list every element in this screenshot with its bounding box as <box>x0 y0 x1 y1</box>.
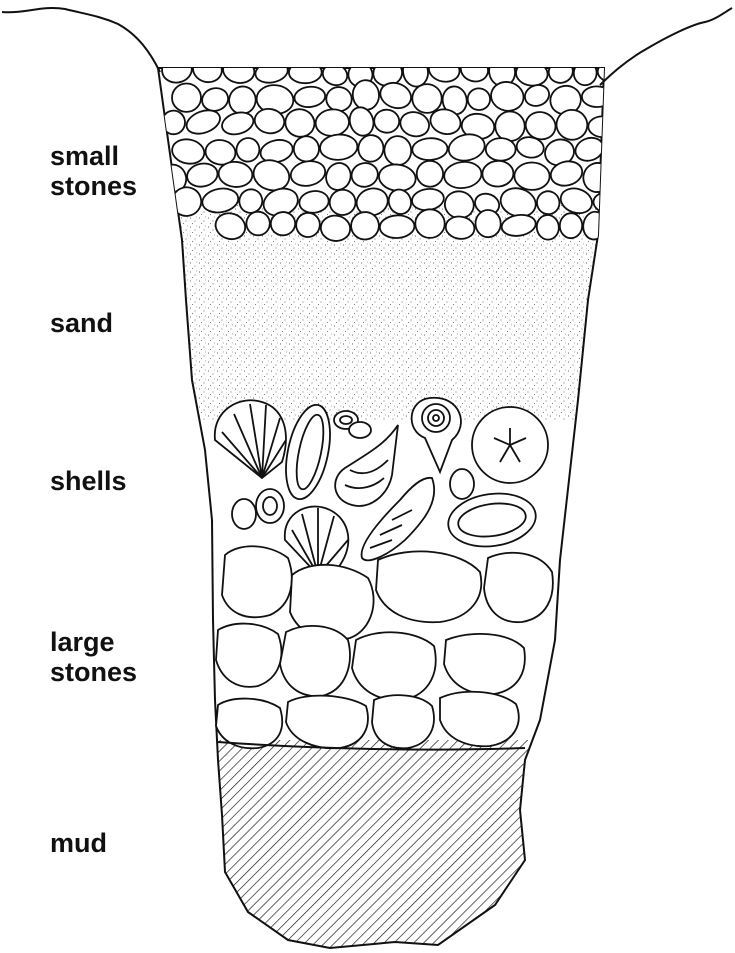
label-large-stones: large stones <box>50 627 137 687</box>
small-stone <box>377 162 417 193</box>
small-stone <box>314 108 350 138</box>
small-stone <box>219 109 255 138</box>
small-stone <box>546 58 575 86</box>
small-stone <box>515 60 549 87</box>
small-stone <box>190 54 224 86</box>
small-stone <box>475 210 501 238</box>
small-stone <box>221 56 256 86</box>
small-stone <box>289 61 322 83</box>
small-stone <box>486 138 516 161</box>
small-stone <box>482 160 515 188</box>
small-stone <box>254 59 290 86</box>
small-stone <box>582 86 612 107</box>
large-stones-layer <box>216 546 553 748</box>
small-stone <box>346 104 377 138</box>
small-stone <box>185 161 219 189</box>
small-stone <box>573 60 598 86</box>
small-stone <box>172 83 202 112</box>
mussel-shell-icon <box>450 469 474 499</box>
label-small-stones: small stones <box>50 141 137 201</box>
small-stone <box>170 137 206 167</box>
small-stone <box>415 159 445 188</box>
small-stone <box>443 160 483 190</box>
label-shells: shells <box>50 466 127 496</box>
small-stone <box>349 160 380 189</box>
small-stone <box>200 85 231 113</box>
small-stone <box>293 85 326 108</box>
small-stone <box>598 60 635 83</box>
small-stone <box>218 160 254 188</box>
small-stone <box>288 158 327 189</box>
small-stone <box>323 160 355 194</box>
small-stone <box>325 85 354 113</box>
small-stone <box>514 162 550 190</box>
small-stone <box>580 159 615 195</box>
label-sand: sand <box>50 308 113 338</box>
small-stone <box>412 137 448 161</box>
small-stone <box>290 133 322 165</box>
small-stone <box>427 55 462 84</box>
small-stone <box>415 209 444 238</box>
small-stone <box>488 79 526 114</box>
small-stone <box>559 213 582 239</box>
small-stone <box>319 133 358 161</box>
snail-shell-icon <box>412 398 461 472</box>
small-stone <box>233 135 262 165</box>
small-stone <box>466 87 491 112</box>
small-stone <box>458 54 491 85</box>
mussel-shell-icon <box>232 489 284 529</box>
sand-dollar-icon <box>472 407 548 483</box>
small-stone <box>412 84 442 113</box>
small-stone <box>160 55 194 85</box>
small-stone <box>522 82 552 109</box>
mud-fill <box>150 740 630 953</box>
small-stone <box>373 109 400 134</box>
label-mud: mud <box>50 828 107 858</box>
scallop-shell-icon <box>215 400 286 478</box>
small-stone <box>320 61 350 89</box>
small-stone <box>383 135 412 166</box>
small-stone <box>356 133 385 164</box>
small-stone <box>495 111 526 142</box>
